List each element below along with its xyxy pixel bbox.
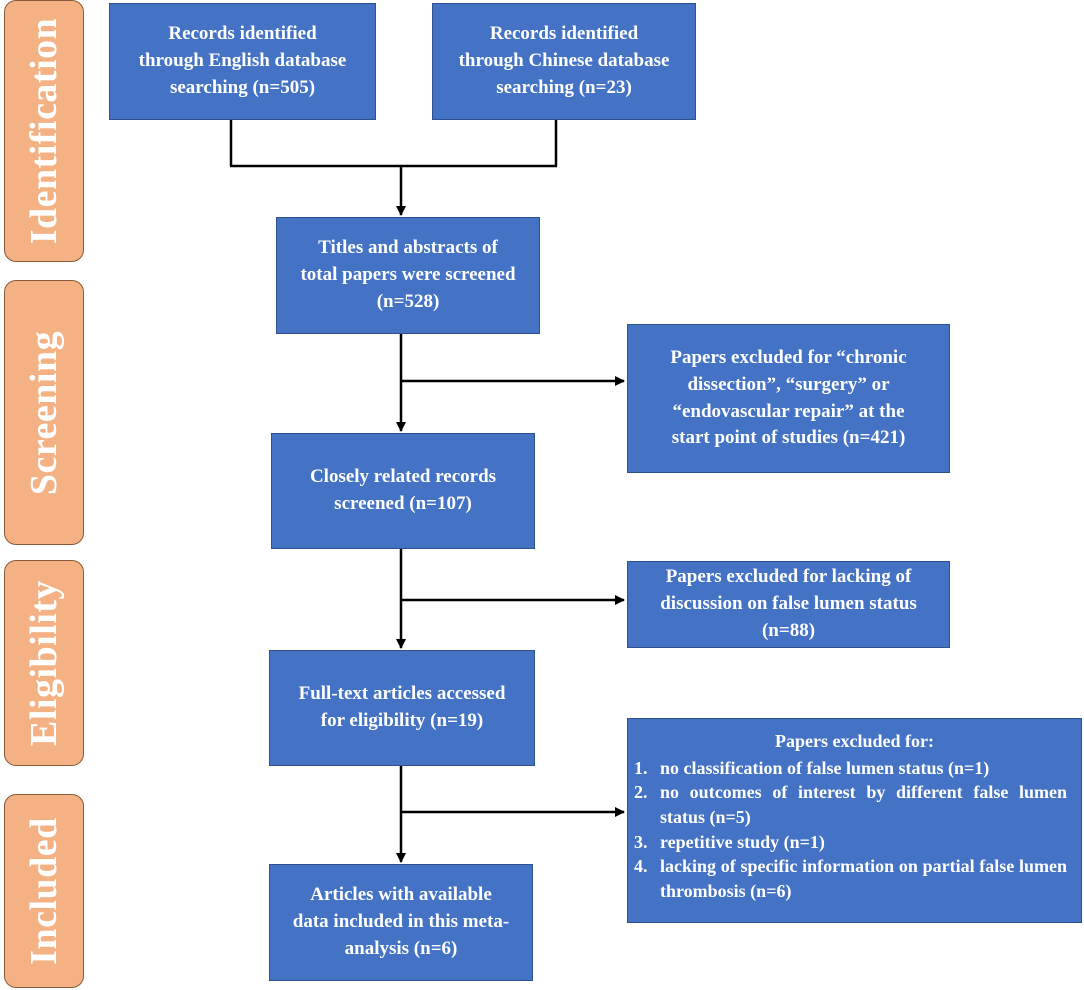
fulltext-box: Full-text articles accessed for eligibil…	[269, 650, 535, 766]
phase-identification: Identification	[4, 0, 84, 262]
phase-eligibility: Eligibility	[4, 560, 84, 766]
english-records-box: Records identified through English datab…	[109, 3, 376, 120]
titles-screened-box: Titles and abstracts of total papers wer…	[276, 217, 540, 334]
phase-label: Eligibility	[23, 580, 65, 746]
box-line: Closely related records	[309, 466, 497, 488]
phase-screening: Screening	[4, 280, 84, 545]
arrow-to-closely-related	[396, 333, 625, 432]
box-line: data included in this meta-	[292, 911, 510, 933]
box-line: Titles and abstracts of	[318, 237, 498, 259]
box-line: searching (n=23)	[496, 76, 632, 98]
box-line: dissection”, “surgery” or	[687, 373, 890, 395]
included-articles-box: Articles with available data included in…	[269, 864, 533, 981]
box-line: screened (n=107)	[334, 493, 472, 514]
list-item: 2. no outcomes of interest by different f…	[634, 780, 1067, 829]
box-line: searching (n=505)	[169, 76, 316, 98]
exclusion-list: 1. no classification of false lumen statu…	[634, 756, 1075, 904]
box-line: (n=88)	[761, 619, 816, 641]
list-item: 3. repetitive study (n=1)	[634, 830, 1067, 855]
box-line: Papers excluded for “chronic	[670, 346, 907, 368]
box-line: Full-text articles accessed	[298, 683, 506, 705]
box-line: “endovascular repair” at the	[672, 400, 905, 422]
phase-label: Identification	[23, 17, 65, 245]
box-heading: Papers excluded for:	[775, 731, 934, 751]
excluded-reasons-box: Papers excluded for: 1. no classification…	[627, 718, 1082, 923]
list-item: 4. lacking of specific information on par…	[634, 854, 1067, 903]
box-line: for eligibility (n=19)	[320, 710, 484, 731]
chinese-records-box: Records identified through Chinese datab…	[432, 3, 696, 120]
list-number: 2.	[634, 782, 648, 803]
box-line: discussion on false lumen status	[660, 593, 917, 615]
box-line: through Chinese database	[458, 50, 670, 72]
list-text: no outcomes of interest by different fal…	[660, 782, 1067, 827]
box-line: through English database	[138, 50, 347, 72]
box-line: Records identified	[168, 23, 317, 45]
phase-label: Included	[23, 817, 65, 965]
list-item: 1. no classification of false lumen statu…	[634, 756, 1067, 781]
phase-included: Included	[4, 794, 84, 988]
phase-label: Screening	[23, 330, 65, 495]
list-number: 1.	[634, 757, 648, 778]
box-line: start point of studies (n=421)	[671, 427, 906, 449]
list-text: lacking of specific information on parti…	[660, 856, 1067, 901]
excluded-lacking-box: Papers excluded for lacking of discussio…	[627, 561, 950, 648]
excluded-chronic-box: Papers excluded for “chronic dissection”…	[627, 324, 950, 473]
list-text: no classification of false lumen status …	[660, 757, 990, 778]
list-text: repetitive study (n=1)	[660, 831, 825, 852]
box-line: (n=528)	[376, 290, 440, 312]
merge-connector	[229, 119, 558, 216]
box-line: Records identified	[489, 23, 639, 45]
box-line: analysis (n=6)	[344, 937, 458, 959]
arrow-to-fulltext	[396, 549, 625, 649]
box-line: total papers were screened	[300, 264, 516, 286]
list-number: 4.	[634, 856, 648, 877]
arrow-to-included	[396, 766, 625, 863]
box-line: Papers excluded for lacking of	[665, 566, 912, 588]
box-line: Articles with available	[310, 884, 492, 906]
closely-related-box: Closely related records screened (n=107)	[271, 433, 535, 549]
list-number: 3.	[634, 831, 648, 852]
